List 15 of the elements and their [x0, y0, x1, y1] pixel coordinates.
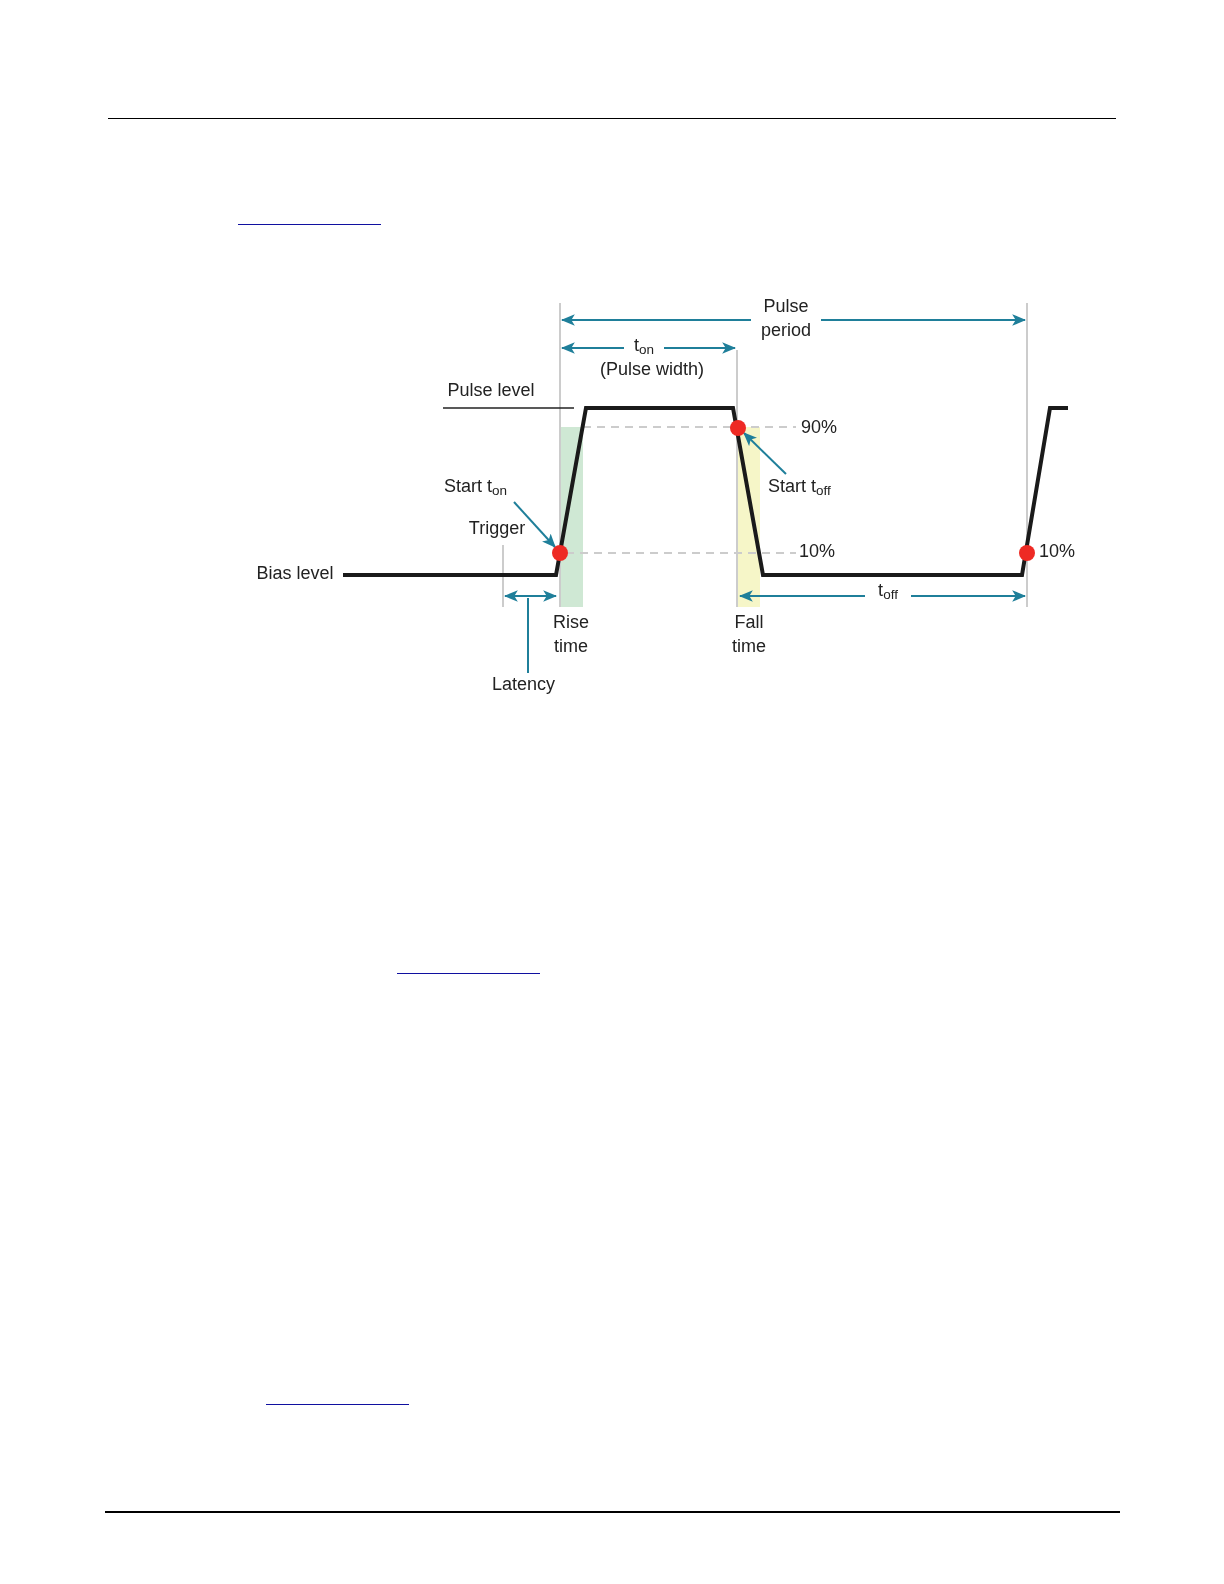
percent-label: 10%: [798, 540, 836, 563]
leader-arrow: [513, 501, 556, 548]
callout-label: Latency: [492, 672, 564, 696]
time-label: Fall time: [731, 611, 767, 658]
leader-line: [527, 597, 529, 674]
percent-label: 90%: [800, 416, 838, 439]
time-label: Rise time: [552, 611, 590, 658]
callout-label: Start t$_{off}$: [768, 474, 860, 498]
trigger-label: Trigger: [467, 517, 527, 540]
callout-label: Start t$_{on}$: [444, 474, 536, 498]
percent-label: 10%: [1038, 540, 1076, 563]
dimension-label: (Pulse width): [598, 358, 705, 381]
level-label: Pulse level: [446, 379, 536, 402]
leader-arrow: [743, 432, 787, 475]
level-label: Bias level: [255, 562, 335, 585]
